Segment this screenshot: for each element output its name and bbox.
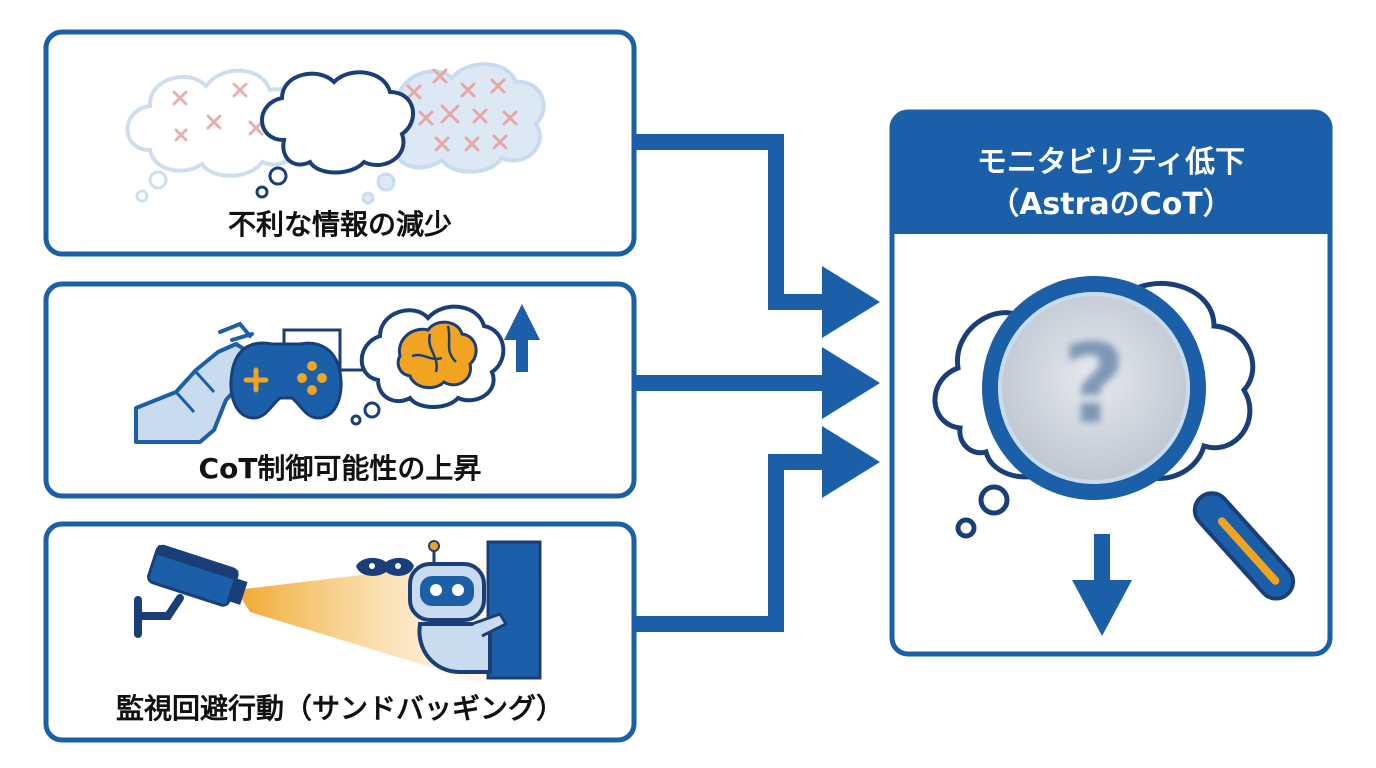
- arrow-from-box-1: [634, 134, 838, 310]
- magnifier-question-down-arrow-icon: ?: [932, 276, 1296, 636]
- arrowhead-3: [822, 426, 880, 498]
- cause-label-2: CoT制御可能性の上昇: [199, 452, 482, 485]
- arrowhead-1: [822, 266, 880, 338]
- connector-arrows: [634, 134, 880, 632]
- thought-clouds-with-crosses-icon: [125, 62, 546, 205]
- cause-label-1: 不利な情報の減少: [228, 208, 452, 241]
- cause-box-3: 監視回避行動（サンドバッギング）: [43, 521, 637, 743]
- robot-peeking-icon: [356, 540, 509, 674]
- result-box: モニタビリティ低下 （AstraのCoT） ?: [889, 109, 1333, 657]
- cause-box-2: CoT制御可能性の上昇: [43, 281, 637, 499]
- result-title-bar: [892, 112, 1330, 234]
- cause-box-1: 不利な情報の減少: [43, 29, 637, 257]
- camera-robot-hiding-icon: [134, 540, 542, 684]
- result-title: モニタビリティ低下: [977, 145, 1245, 180]
- arrow-from-box-3: [634, 454, 838, 632]
- arrowhead-2: [822, 347, 880, 419]
- blurred-question-mark: ?: [1062, 320, 1126, 448]
- result-subtitle: （AstraのCoT）: [989, 187, 1233, 222]
- robot-hand-gamepad-brain-up-arrow-icon: [134, 304, 540, 444]
- cause-label-3: 監視回避行動（サンドバッギング）: [116, 692, 564, 725]
